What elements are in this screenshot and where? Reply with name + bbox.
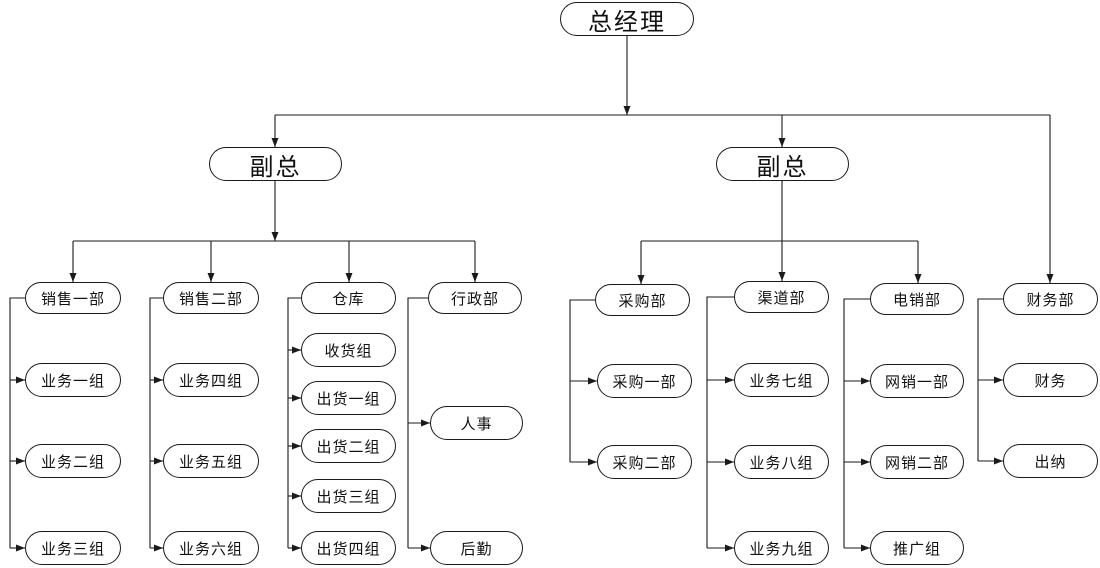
- node-purchasing-dept: 采购部: [595, 284, 690, 316]
- node-logistics: 后勤: [430, 531, 523, 565]
- node-deputy-gm-2: 副总: [716, 147, 849, 181]
- node-promotion-group: 推广组: [870, 531, 964, 565]
- node-warehouse: 仓库: [301, 282, 396, 314]
- connector-bracket: [9, 297, 25, 548]
- node-business-group-1: 业务一组: [25, 363, 121, 397]
- connector-bracket: [843, 298, 870, 548]
- connector-bracket: [706, 296, 734, 548]
- node-business-group-2: 业务二组: [25, 444, 121, 478]
- node-cashier: 出纳: [1003, 444, 1098, 478]
- node-purchasing-subdept-2: 采购二部: [597, 445, 692, 479]
- connector-bracket: [407, 297, 428, 548]
- connector-bracket: [287, 297, 301, 548]
- node-business-group-5: 业务五组: [163, 444, 259, 478]
- node-shipping-group-1: 出货一组: [301, 381, 396, 415]
- node-deputy-gm-1: 副总: [209, 147, 342, 181]
- node-business-group-8: 业务八组: [734, 445, 829, 479]
- node-channel-dept: 渠道部: [734, 281, 829, 313]
- node-business-group-9: 业务九组: [734, 531, 829, 565]
- node-shipping-group-2: 出货二组: [301, 429, 396, 463]
- node-purchasing-subdept-1: 采购一部: [597, 364, 692, 398]
- connector-bracket: [149, 297, 163, 548]
- node-business-group-7: 业务七组: [734, 363, 829, 397]
- node-online-sales-dept-2: 网销二部: [870, 445, 964, 479]
- node-sales-dept-1: 销售一部: [25, 282, 121, 314]
- node-business-group-3: 业务三组: [25, 531, 121, 565]
- connector-bracket: [977, 298, 1003, 461]
- node-business-group-6: 业务六组: [163, 531, 259, 565]
- node-telesales-dept: 电销部: [870, 283, 964, 315]
- node-business-group-4: 业务四组: [163, 363, 259, 397]
- node-shipping-group-4: 出货四组: [301, 531, 396, 565]
- node-hr: 人事: [430, 406, 523, 440]
- connector-bracket: [569, 299, 595, 462]
- node-online-sales-dept-1: 网销一部: [870, 364, 964, 398]
- node-shipping-group-3: 出货三组: [301, 479, 396, 513]
- node-admin-dept: 行政部: [428, 282, 522, 314]
- node-sales-dept-2: 销售二部: [163, 282, 259, 314]
- node-receiving-group: 收货组: [301, 333, 396, 367]
- node-general-manager: 总经理: [560, 2, 694, 36]
- node-finance-dept: 财务部: [1003, 283, 1098, 315]
- node-finance: 财务: [1003, 363, 1098, 397]
